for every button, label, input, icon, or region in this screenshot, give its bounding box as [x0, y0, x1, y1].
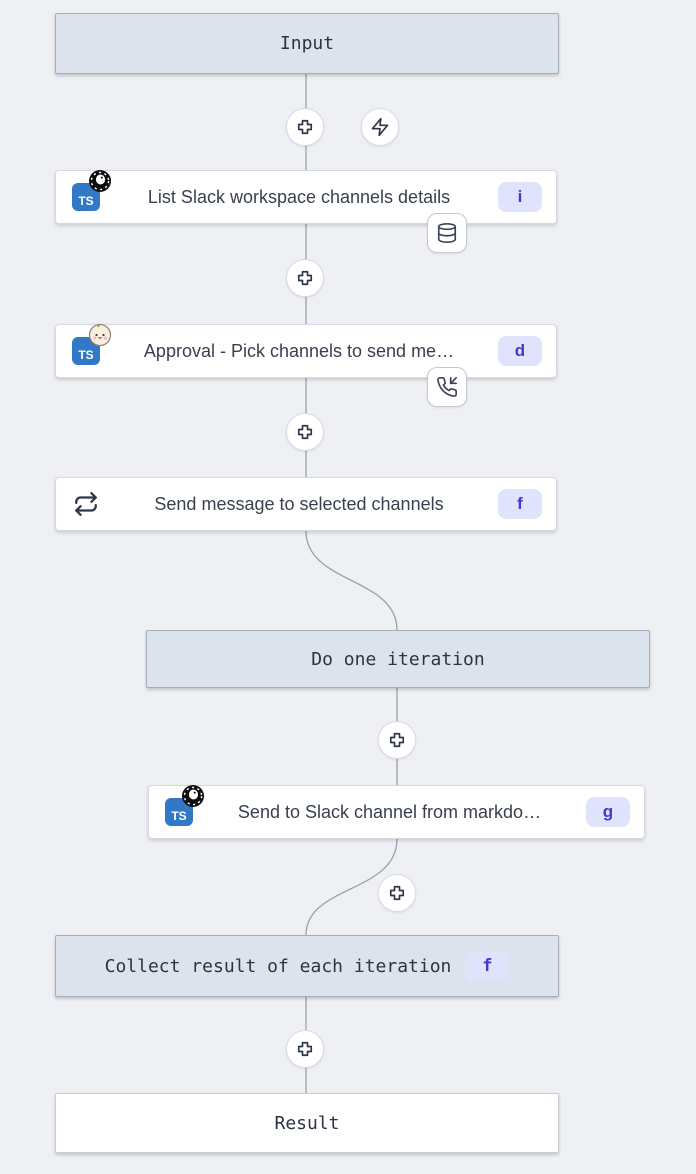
connector-e-to-collect	[305, 838, 398, 936]
plus-icon	[297, 424, 313, 440]
loop-repeat-icon	[72, 491, 100, 517]
deno-logo-icon	[182, 785, 204, 807]
step-id-badge: i	[498, 182, 542, 212]
add-step-button-4[interactable]	[378, 721, 416, 759]
deno-logo-icon	[89, 170, 111, 192]
bun-logo-icon	[88, 323, 112, 347]
step-node-forloop[interactable]: Send message to selected channels f	[55, 477, 557, 531]
step-id-badge: f	[465, 951, 510, 981]
collect-result-label: Collect result of each iteration	[104, 955, 452, 977]
typescript-icon-label: TS	[78, 194, 94, 208]
add-step-button-2[interactable]	[286, 259, 324, 297]
step-node-send-markdown[interactable]: TS Send to Slack channel from markdo… g	[148, 785, 645, 839]
collect-result-node[interactable]: Collect result of each iteration f	[55, 935, 559, 997]
add-step-button-6[interactable]	[286, 1030, 324, 1068]
flow-input-label: Input	[279, 33, 335, 54]
typescript-icon-label: TS	[171, 809, 187, 823]
step-title: Send message to selected channels	[154, 493, 444, 514]
step-node-list-channels[interactable]: TS List Slack workspace channels details…	[55, 170, 557, 224]
step-node-approval[interactable]: TS Approval - Pick channels to send me… …	[55, 323, 557, 378]
flow-result-label: Result	[274, 1112, 340, 1134]
do-one-iteration-label: Do one iteration	[311, 648, 485, 670]
step-title: Send to Slack channel from markdo…	[237, 801, 542, 822]
cache-indicator-chip	[427, 213, 467, 253]
typescript-icon: TS	[165, 785, 204, 826]
plus-icon	[389, 885, 405, 901]
phone-incoming-icon	[437, 377, 457, 397]
trigger-button[interactable]	[361, 108, 399, 146]
plus-icon	[297, 270, 313, 286]
step-title: List Slack workspace channels details	[147, 186, 451, 207]
plus-icon	[297, 119, 313, 135]
database-icon	[437, 223, 457, 243]
zap-icon	[371, 117, 389, 137]
step-title: Approval - Pick channels to send me…	[143, 340, 455, 361]
step-id-badge: f	[498, 489, 542, 519]
add-step-button-1[interactable]	[286, 108, 324, 146]
flow-result-node[interactable]: Result	[55, 1093, 559, 1153]
add-step-button-3[interactable]	[286, 413, 324, 451]
do-one-iteration-node[interactable]: Do one iteration	[146, 630, 650, 688]
add-step-button-5[interactable]	[378, 874, 416, 912]
approval-indicator-chip	[427, 367, 467, 407]
connector-c-to-iteration	[305, 530, 398, 631]
typescript-icon: TS	[72, 323, 112, 365]
typescript-icon: TS	[72, 170, 111, 211]
typescript-icon-label: TS	[78, 348, 94, 362]
plus-icon	[389, 732, 405, 748]
step-id-badge: d	[498, 336, 542, 366]
plus-icon	[297, 1041, 313, 1057]
flow-input-node[interactable]: Input	[55, 13, 559, 74]
step-id-badge: g	[586, 797, 630, 827]
